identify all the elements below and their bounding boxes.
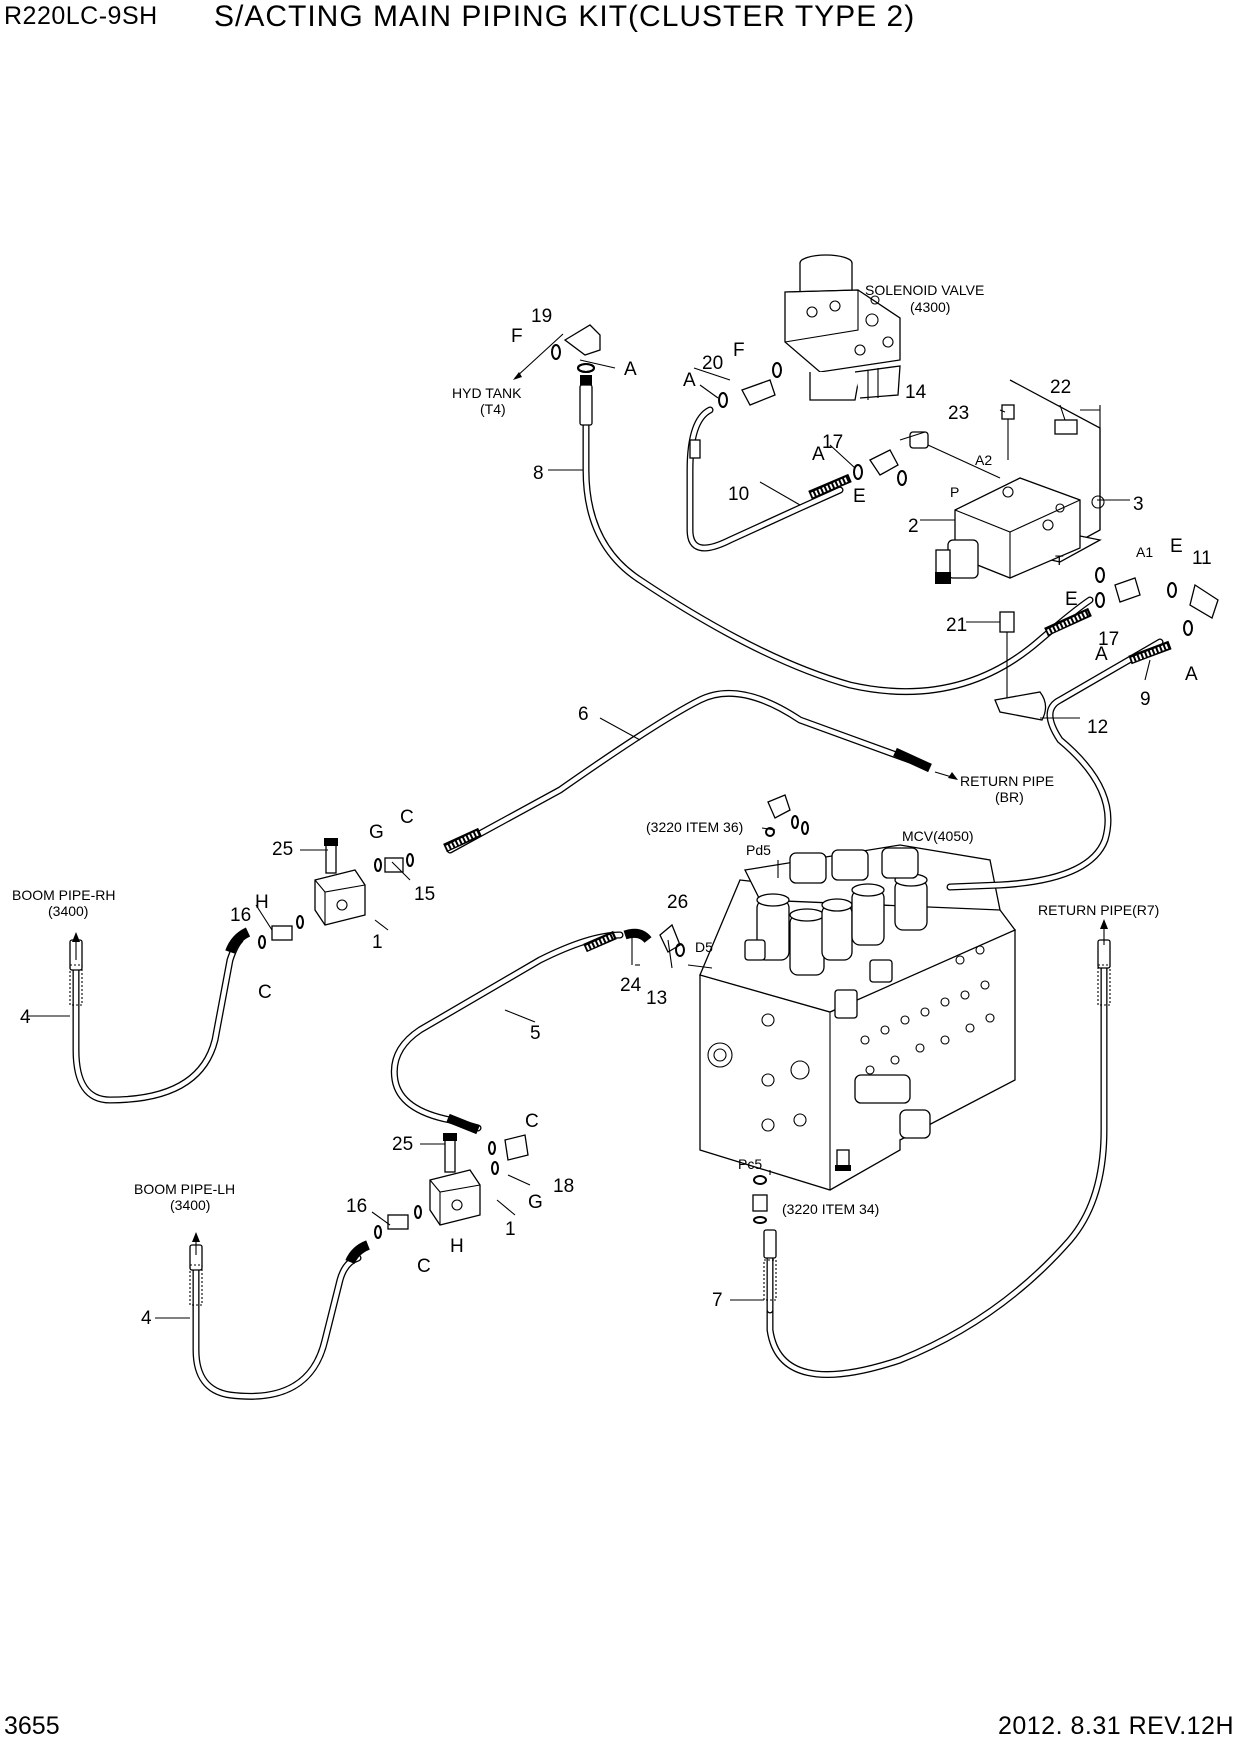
label-3220-item-36: (3220 ITEM 36): [646, 819, 743, 835]
label-return-pipe-br: RETURN PIPE: [960, 773, 1054, 789]
letter-g: G: [369, 822, 384, 843]
connection-letters: A A A A A F F E E E C C C C G G H H: [255, 326, 1198, 1277]
label-boom-pipe-rh: BOOM PIPE-RH: [12, 887, 115, 903]
letter-e: E: [1170, 536, 1183, 557]
callout-1: 1: [505, 1219, 516, 1240]
callout-26: 26: [667, 892, 688, 913]
callout-2: 2: [908, 516, 919, 537]
callout-14: 14: [905, 382, 927, 403]
callout-16: 16: [230, 905, 251, 926]
port-a1: A1: [1136, 544, 1153, 560]
letter-c: C: [525, 1111, 539, 1132]
leader-lines: [28, 333, 1151, 1319]
callout-10: 10: [728, 484, 749, 505]
callout-18: 18: [553, 1176, 574, 1197]
callout-23: 23: [948, 403, 969, 424]
callout-17: 17: [1098, 629, 1119, 650]
letter-g: G: [528, 1192, 543, 1213]
letter-a: A: [1095, 644, 1108, 665]
revision-date: 2012. 8.31 REV.12H: [997, 1712, 1234, 1740]
hose-fittings: [69, 375, 1172, 1306]
letter-h: H: [450, 1236, 464, 1257]
label-boom-pipe-lh-ref: (3400): [170, 1197, 210, 1213]
callout-7: 7: [712, 1290, 723, 1311]
callout-25: 25: [392, 1134, 413, 1155]
port-pc5: Pc5: [738, 1156, 762, 1172]
letter-a: A: [624, 359, 637, 380]
solenoid-valve: [784, 254, 901, 401]
callout-5: 5: [530, 1023, 541, 1044]
callout-25: 25: [272, 839, 293, 860]
label-boom-pipe-rh-ref: (3400): [48, 903, 88, 919]
callout-16: 16: [346, 1196, 367, 1217]
port-pd5: Pd5: [746, 842, 771, 858]
letter-e: E: [853, 486, 866, 507]
label-return-pipe-r7: RETURN PIPE(R7): [1038, 902, 1159, 918]
callout-1: 1: [372, 932, 383, 953]
callout-22: 22: [1050, 377, 1071, 398]
letter-a: A: [683, 370, 696, 391]
label-solenoid-valve-ref: (4300): [910, 299, 950, 315]
page-number: 3655: [4, 1712, 60, 1740]
label-3220-item-34: (3220 ITEM 34): [782, 1201, 879, 1217]
main-control-valve: [699, 844, 1017, 1191]
label-solenoid-valve: SOLENOID VALVE: [865, 282, 984, 298]
callout-24: 24: [620, 975, 642, 996]
callout-19: 19: [531, 306, 552, 327]
callout-9: 9: [1140, 689, 1151, 710]
letter-f: F: [511, 326, 523, 347]
callout-8: 8: [533, 463, 544, 484]
label-mcv: MCV(4050): [902, 828, 974, 844]
callout-21: 21: [946, 615, 967, 636]
part-labels: SOLENOID VALVE (4300) HYD TANK (T4) RETU…: [12, 282, 1159, 1217]
port-p: P: [950, 484, 959, 500]
page-title: S/ACTING MAIN PIPING KIT(CLUSTER TYPE 2): [214, 0, 916, 33]
letter-h: H: [255, 892, 269, 913]
label-hyd-tank-ref: (T4): [480, 401, 506, 417]
callout-20: 20: [702, 353, 723, 374]
callout-4: 4: [20, 1007, 31, 1028]
callout-13: 13: [646, 988, 667, 1009]
callout-6: 6: [578, 704, 589, 725]
valve-block: [935, 379, 1105, 584]
label-boom-pipe-lh: BOOM PIPE-LH: [134, 1181, 235, 1197]
letter-c: C: [417, 1256, 431, 1277]
callout-15: 15: [414, 884, 435, 905]
port-a2: A2: [975, 452, 992, 468]
small-fittings: [258, 324, 1219, 1239]
letter-c: C: [258, 982, 272, 1003]
callout-4: 4: [141, 1308, 152, 1329]
label-hyd-tank: HYD TANK: [452, 385, 522, 401]
item-numbers: 1 1 2 3 4 4 5 6 7 8 9 10 11 12 13 14 15 …: [20, 306, 1212, 1329]
label-return-pipe-br-ref: (BR): [995, 789, 1024, 805]
port-d5: D5: [695, 939, 713, 955]
letter-a: A: [812, 444, 825, 465]
callout-3: 3: [1133, 494, 1144, 515]
model-code: R220LC-9SH: [4, 2, 158, 30]
letter-f: F: [733, 340, 745, 361]
hoses: [72, 381, 1164, 1400]
callout-17: 17: [822, 432, 843, 453]
letter-e: E: [1065, 589, 1078, 610]
callout-11: 11: [1192, 548, 1212, 569]
header: R220LC-9SH S/ACTING MAIN PIPING KIT(CLUS…: [0, 0, 1240, 40]
letter-a: A: [1185, 664, 1198, 685]
callout-12: 12: [1087, 717, 1108, 738]
letter-c: C: [400, 807, 414, 828]
port-t: T: [1055, 552, 1064, 568]
